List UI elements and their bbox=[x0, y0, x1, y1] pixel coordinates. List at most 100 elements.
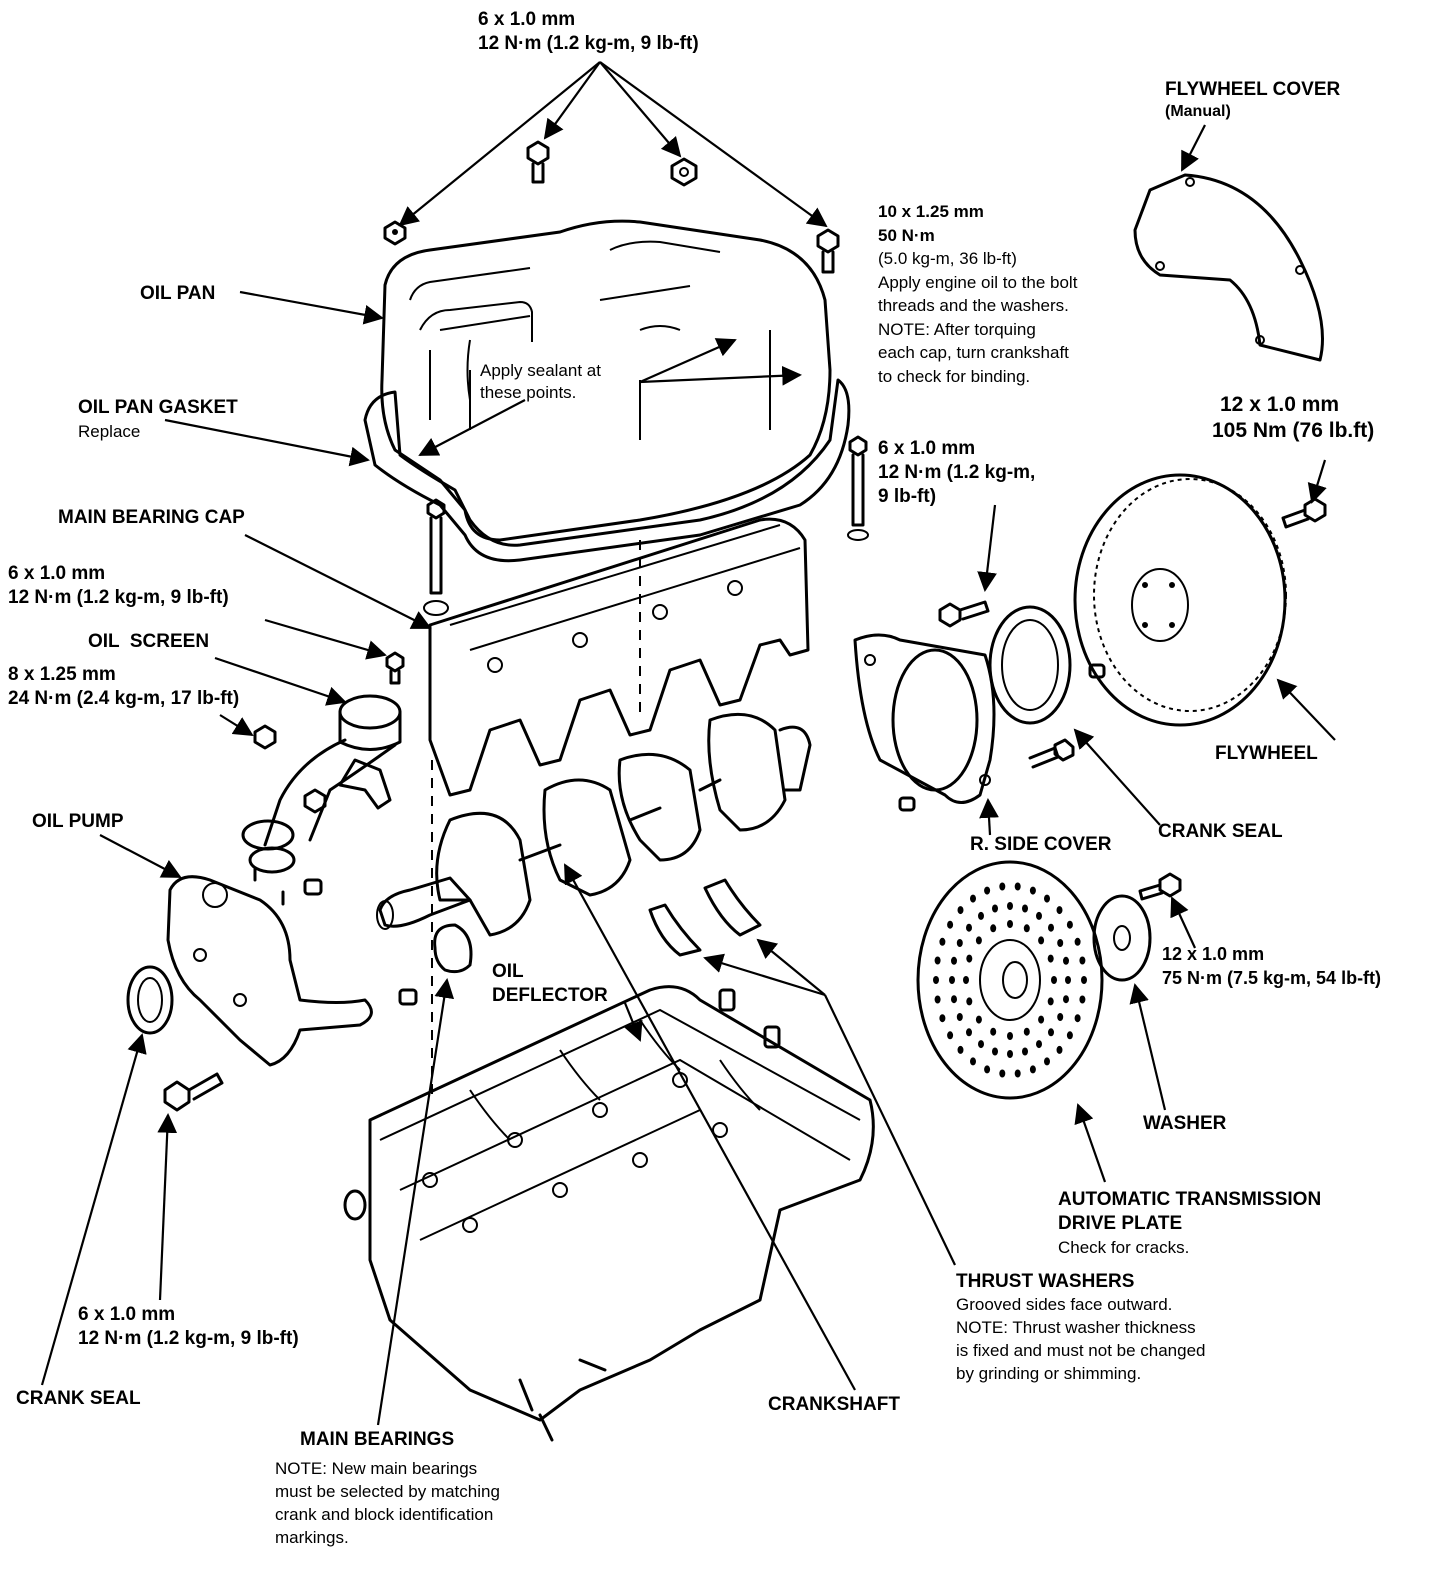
drive-plate-hole bbox=[966, 997, 973, 1006]
main-bearing-shells bbox=[433, 878, 762, 974]
drive-plate-hole bbox=[951, 995, 957, 1004]
pump-bolt-spec: 6 x 1.0 mm 12 N·m (1.2 kg-m, 9 lb-ft) bbox=[78, 1303, 299, 1351]
drive-plate-hole bbox=[956, 939, 963, 947]
drive-plate-hole bbox=[966, 923, 972, 932]
oil-pan-bolt-right bbox=[816, 228, 840, 274]
screen-nut bbox=[253, 724, 277, 750]
cap-bolt-note-3: NOTE: After torquing bbox=[878, 319, 1036, 339]
side-bolt-torque-cont: 9 lb-ft) bbox=[878, 486, 937, 507]
screen-bolt bbox=[385, 651, 405, 685]
drive-plate-label: AUTOMATIC TRANSMISSION DRIVE PLATE Check… bbox=[1058, 1188, 1321, 1260]
drive-plate bbox=[916, 860, 1104, 1100]
main-bearing-cap bbox=[428, 517, 810, 797]
flywheel-cover-label: FLYWHEEL COVER (Manual) bbox=[1165, 78, 1340, 122]
oil-pan-nut-mid-right bbox=[670, 157, 698, 187]
drive-plate-hole bbox=[1044, 894, 1050, 903]
drive-plate-hole bbox=[978, 1040, 984, 1049]
oil-deflector-label: OIL DEFLECTOR bbox=[492, 960, 608, 1008]
drive-plate-hole bbox=[966, 954, 973, 963]
oil-deflector-line-2: DEFLECTOR bbox=[492, 985, 608, 1006]
pump-nut-spec: 8 x 1.25 mm 24 N·m (2.4 kg-m, 17 lb-ft) bbox=[8, 663, 239, 711]
drive-plate-hole bbox=[992, 904, 998, 913]
pump-bolt bbox=[163, 1072, 224, 1112]
drive-plate-hole bbox=[999, 882, 1006, 891]
drive-plate-title-1: AUTOMATIC TRANSMISSION bbox=[1058, 1189, 1322, 1210]
drive-plate-hole bbox=[990, 924, 997, 933]
side-bolt-size: 6 x 1.0 mm bbox=[878, 438, 976, 459]
oil-pump bbox=[166, 866, 373, 1067]
oil-pump-label: OIL PUMP bbox=[32, 811, 124, 832]
oil-pan-gasket-note: Replace bbox=[78, 422, 141, 441]
drive-plate-hole bbox=[1014, 882, 1021, 891]
flywheel-cover-title: FLYWHEEL COVER bbox=[1165, 79, 1341, 100]
main-bearings-label: MAIN BEARINGS NOTE: New main bearings mu… bbox=[275, 1428, 500, 1549]
cap-bolt-torque: 50 N·m bbox=[878, 225, 935, 245]
thrust-washers-title: THRUST WASHERS bbox=[956, 1271, 1135, 1292]
side-bolt-torque: 12 N·m (1.2 kg-m, bbox=[878, 462, 1036, 483]
drive-plate-hole bbox=[1007, 1032, 1013, 1040]
drive-plate-hole bbox=[1014, 1069, 1021, 1078]
drive-plate-hole bbox=[1079, 956, 1086, 965]
drive-plate-bolt-size: 12 x 1.0 mm bbox=[1162, 944, 1265, 964]
drive-plate-hole bbox=[1007, 902, 1013, 910]
drive-plate-hole bbox=[963, 976, 969, 984]
drive-plate-hole bbox=[1029, 886, 1036, 895]
drive-plate-hole bbox=[1065, 976, 1071, 984]
drive-plate-hole bbox=[975, 936, 982, 945]
oil-screen-label: OIL SCREEN bbox=[88, 631, 210, 652]
drive-plate-hole bbox=[1048, 923, 1054, 932]
leader-lines bbox=[40, 61, 1336, 1426]
washer-label: WASHER bbox=[1143, 1113, 1227, 1134]
drive-plate-hole bbox=[975, 1015, 982, 1024]
drive-plate-hole bbox=[1056, 906, 1063, 915]
main-cap-bolt-long bbox=[423, 498, 449, 616]
drive-plate-hole bbox=[1007, 1050, 1013, 1058]
drive-plate-hole bbox=[1029, 1065, 1036, 1074]
sealant-label: Apply sealant at these points. bbox=[480, 360, 601, 404]
side-bolt-spec: 6 x 1.0 mm 12 N·m (1.2 kg-m, 9 lb-ft) bbox=[878, 437, 1035, 509]
flywheel-label: FLYWHEEL bbox=[1215, 743, 1318, 764]
oil-pan-gasket-label: OIL PAN GASKET Replace bbox=[78, 396, 238, 444]
cap-bolt-note-4: each cap, turn crankshaft bbox=[878, 343, 1069, 362]
drive-plate-hole bbox=[1056, 1045, 1063, 1054]
sealant-line-2: these points. bbox=[480, 383, 577, 402]
drive-plate-hole bbox=[947, 920, 954, 929]
flywheel-bolt bbox=[1281, 497, 1327, 529]
crank-seal-right-part bbox=[988, 605, 1072, 725]
pump-nut-size: 8 x 1.25 mm bbox=[8, 664, 116, 685]
pump-nut-torque: 24 N·m (2.4 kg-m, 17 lb-ft) bbox=[8, 688, 240, 709]
oil-pan bbox=[380, 219, 832, 542]
drive-plate-hole bbox=[949, 976, 955, 984]
drive-plate-hole bbox=[990, 1027, 997, 1036]
drive-plate-hole bbox=[1022, 1047, 1028, 1056]
cap-bolt-spec: 10 x 1.25 mm 50 N·m (5.0 kg-m, 36 lb-ft)… bbox=[878, 200, 1077, 388]
drive-plate-hole bbox=[1023, 924, 1030, 933]
oil-pan-label: OIL PAN bbox=[140, 283, 216, 304]
drive-plate-hole bbox=[939, 1014, 946, 1023]
drive-plate-hole bbox=[1063, 995, 1069, 1004]
cap-bolt-note-1: Apply engine oil to the bolt bbox=[878, 272, 1078, 292]
thrust-washers-note-4: by grinding or shimming. bbox=[956, 1364, 1142, 1383]
drive-plate-hole bbox=[999, 1069, 1006, 1078]
r-side-cover-label: R. SIDE COVER bbox=[970, 834, 1112, 855]
main-bearings-note-2: must be selected by matching bbox=[275, 1482, 500, 1501]
oil-pan-gasket bbox=[363, 378, 851, 563]
drive-plate-hole bbox=[1047, 954, 1054, 963]
drive-plate-hole bbox=[1036, 911, 1042, 920]
flywheel-cover bbox=[1133, 173, 1324, 362]
drive-plate-hole bbox=[934, 995, 941, 1004]
oil-pan-bolt-left bbox=[383, 220, 407, 246]
crank-seal-left-part bbox=[126, 965, 174, 1035]
drive-plate-hole bbox=[978, 911, 984, 920]
cap-bolt-note-2: threads and the washers. bbox=[878, 296, 1069, 315]
crank-seal-right-label: CRANK SEAL bbox=[1158, 821, 1283, 842]
drive-plate-bolt bbox=[1138, 872, 1182, 901]
drive-plate-hole bbox=[1057, 1013, 1064, 1021]
drive-plate-hole bbox=[957, 1045, 964, 1054]
screen-bolt-spec: 6 x 1.0 mm 12 N·m (1.2 kg-m, 9 lb-ft) bbox=[8, 562, 229, 610]
cap-bolt-size: 10 x 1.25 mm bbox=[878, 202, 984, 221]
screen-nut-2 bbox=[303, 788, 327, 814]
drive-plate-hole bbox=[1022, 904, 1028, 913]
drive-plate-note: Check for cracks. bbox=[1058, 1238, 1190, 1257]
